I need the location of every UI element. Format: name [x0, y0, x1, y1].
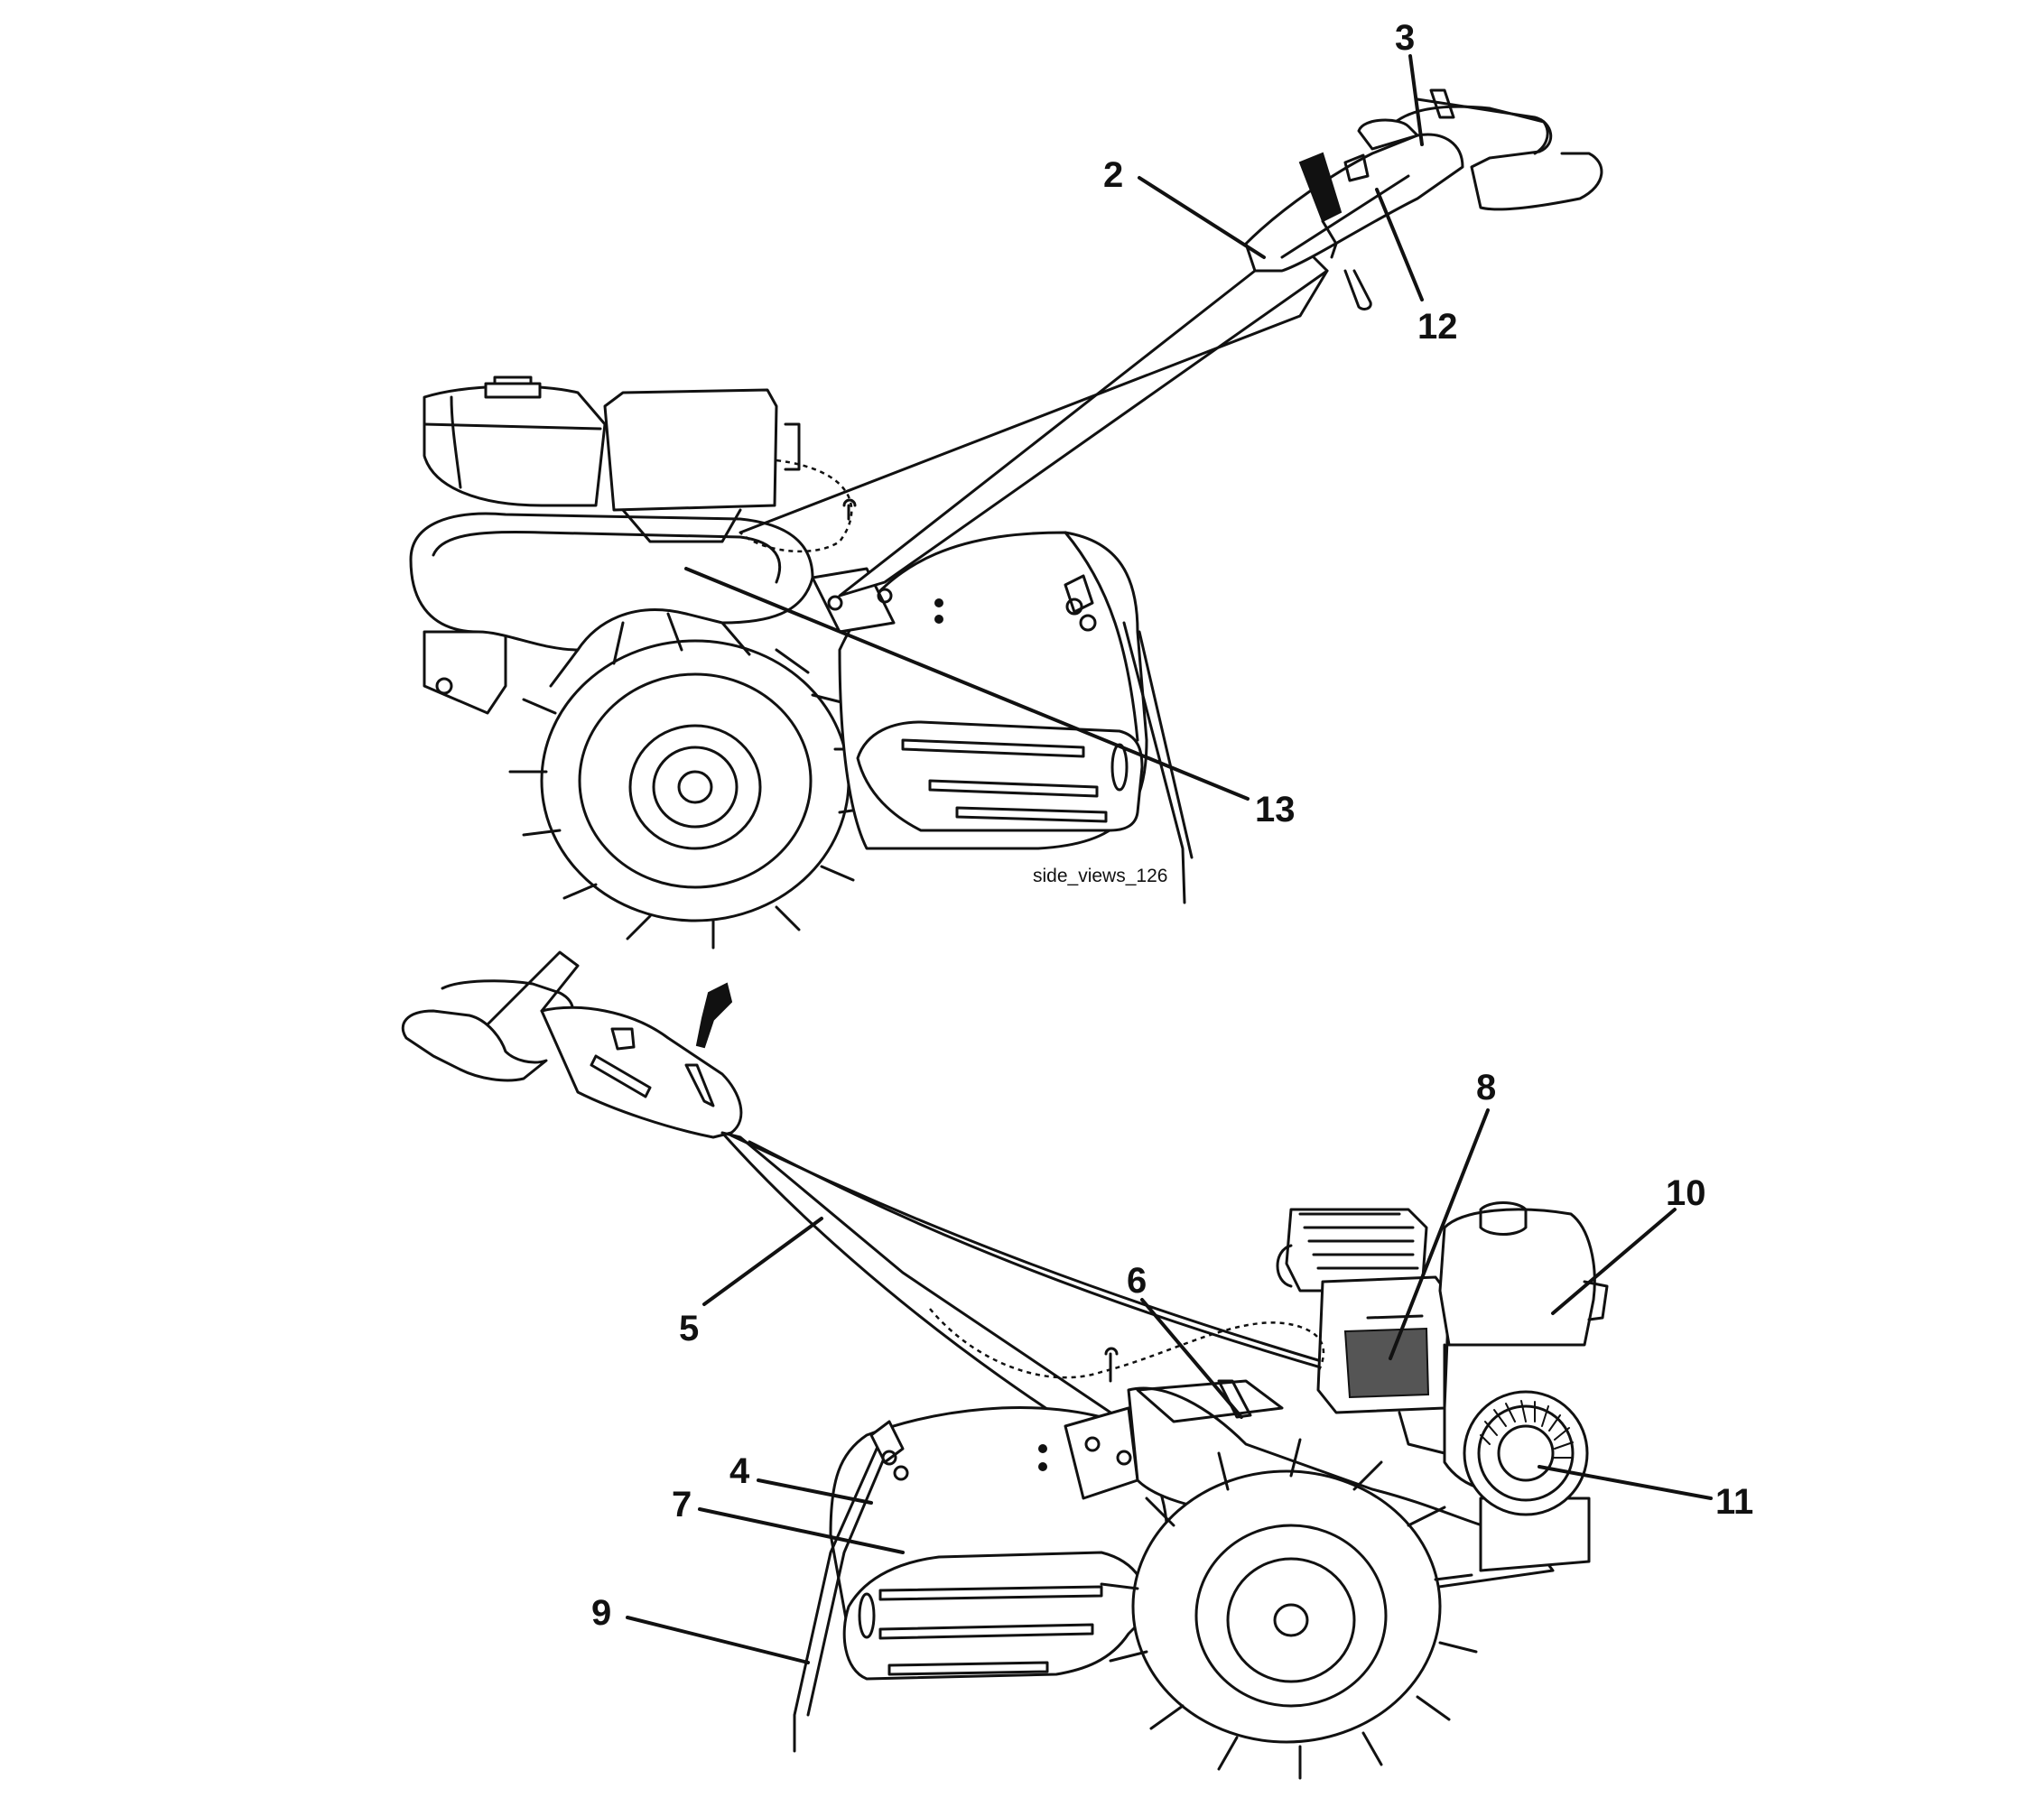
callout-8: 8	[1476, 1068, 1496, 1107]
callout-numbers: 2 3 12 13 8 10 6 5 4 7 9 11	[591, 18, 1753, 1633]
tiller-top-view: side_views_126	[409, 88, 1603, 950]
callout-leaders	[626, 54, 1713, 1664]
bottom-handlebar	[401, 950, 1338, 1446]
callout-3: 3	[1395, 18, 1415, 58]
callout-12: 12	[1417, 307, 1458, 347]
callout-9: 9	[591, 1593, 611, 1633]
leader-7	[698, 1507, 905, 1554]
callout-7: 7	[672, 1485, 692, 1524]
leader-6	[1140, 1298, 1243, 1419]
callout-6: 6	[1127, 1261, 1147, 1301]
bottom-engine	[1276, 1201, 1609, 1516]
leader-3	[1408, 54, 1424, 146]
throttle-cable	[929, 1308, 1325, 1379]
leader-10	[1551, 1208, 1677, 1315]
callout-10: 10	[1666, 1173, 1706, 1213]
top-frame	[409, 512, 896, 715]
leader-11	[1538, 1465, 1713, 1500]
callout-5: 5	[679, 1309, 699, 1348]
tiller-bottom-view	[401, 950, 1609, 1780]
top-wheel	[508, 612, 873, 950]
leader-12	[1375, 188, 1424, 301]
callout-2: 2	[1103, 155, 1123, 195]
leader-8	[1389, 1108, 1490, 1360]
callout-13: 13	[1255, 790, 1296, 829]
leader-4	[757, 1478, 873, 1505]
top-handlebar	[739, 88, 1603, 598]
leader-9	[626, 1616, 810, 1664]
callout-11: 11	[1715, 1482, 1753, 1522]
leader-13	[684, 567, 1250, 801]
drawing-caption: side_views_126	[1033, 866, 1167, 886]
bottom-wheel	[1100, 1438, 1478, 1780]
top-engine	[423, 375, 857, 553]
leader-5	[702, 1217, 823, 1306]
leader-2	[1138, 176, 1266, 259]
callout-4: 4	[729, 1451, 750, 1491]
top-tine-hood	[838, 531, 1194, 904]
